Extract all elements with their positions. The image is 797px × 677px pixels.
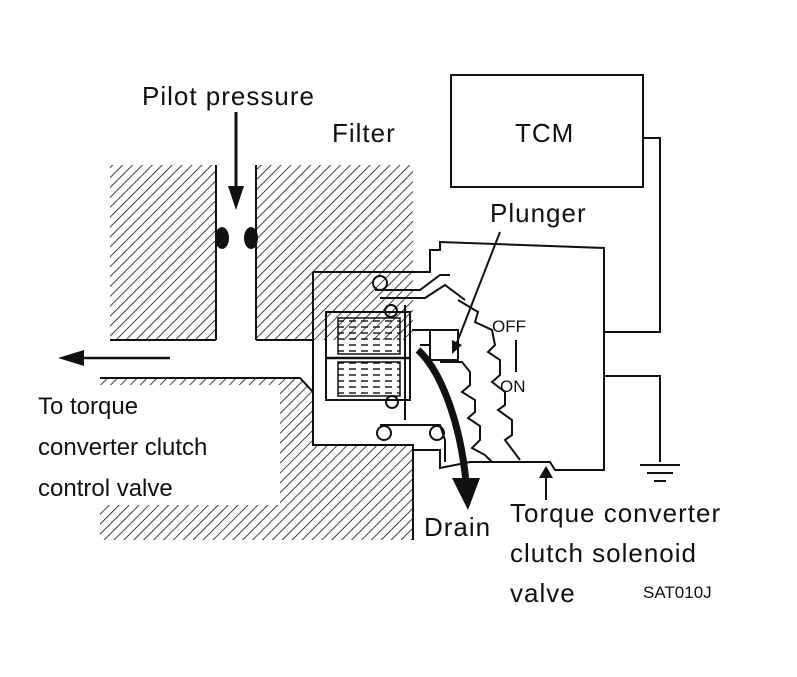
orifice-left — [215, 227, 229, 249]
label-filter: Filter — [332, 118, 396, 148]
label-pilot-pressure: Pilot pressure — [142, 81, 315, 111]
o-ring-bottom-left — [376, 425, 392, 441]
tcm-box — [450, 74, 644, 188]
filter-housing — [325, 311, 411, 401]
label-tcm: TCM — [515, 118, 574, 148]
tcm-wire — [604, 137, 661, 333]
ground-wire — [604, 375, 661, 462]
drain-arrow — [452, 478, 480, 510]
o-ring-upper-inner — [384, 304, 398, 318]
pilot-pressure-arrow — [228, 186, 244, 210]
label-outlet-line3: control valve — [38, 475, 173, 502]
valve-body-upper-left — [110, 165, 216, 340]
solenoid-body — [413, 240, 605, 471]
label-solenoid-line1: Torque converter — [510, 498, 721, 528]
o-ring-lower-inner — [385, 395, 399, 409]
label-plunger: Plunger — [490, 198, 587, 228]
label-outlet-line2: converter clutch — [38, 434, 207, 461]
valve-body-upper-right — [256, 165, 413, 340]
figure-code: SAT010J — [643, 583, 712, 602]
label-on: ON — [500, 377, 526, 396]
filter-lower-element — [337, 361, 401, 397]
label-off: OFF — [492, 317, 526, 336]
label-outlet-line1: To torque — [38, 393, 138, 420]
label-solenoid-line2: clutch solenoid — [510, 538, 697, 568]
filter-upper-element — [337, 317, 401, 355]
drain-flow-path — [415, 347, 470, 483]
orifice-right — [244, 227, 258, 249]
outlet-arrow — [58, 350, 84, 366]
label-drain: Drain — [424, 512, 491, 542]
solenoid-coil — [457, 299, 521, 461]
label-solenoid-line3: valve — [510, 578, 576, 608]
